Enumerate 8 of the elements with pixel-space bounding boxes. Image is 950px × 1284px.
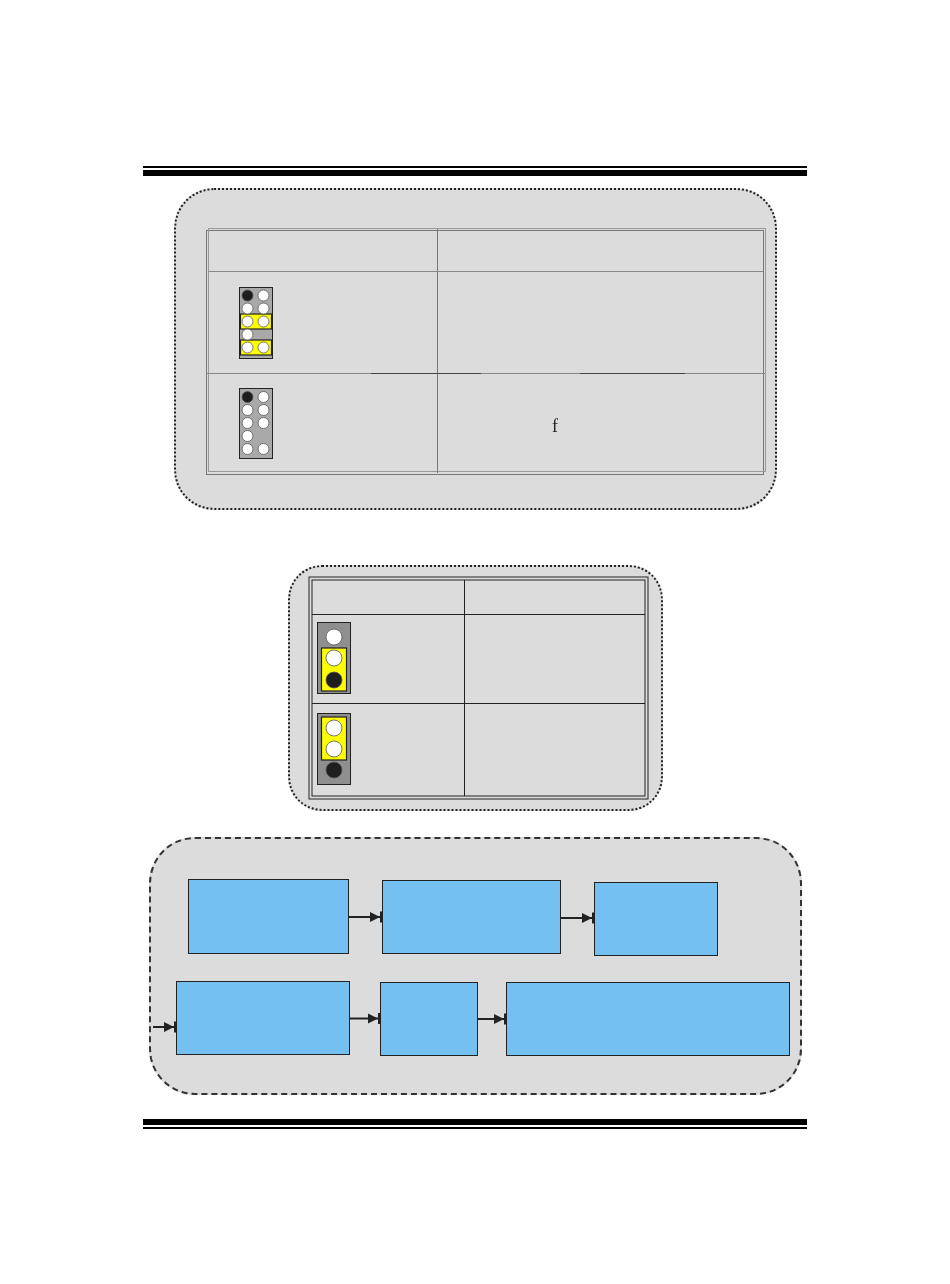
process-box: [176, 981, 350, 1055]
cell-text: f: [552, 416, 558, 436]
process-box: [594, 882, 718, 956]
flow-panel: [149, 837, 802, 1095]
process-box: [380, 982, 478, 1056]
process-box: [188, 879, 349, 954]
process-box: [506, 982, 790, 1056]
process-box: [382, 880, 561, 954]
